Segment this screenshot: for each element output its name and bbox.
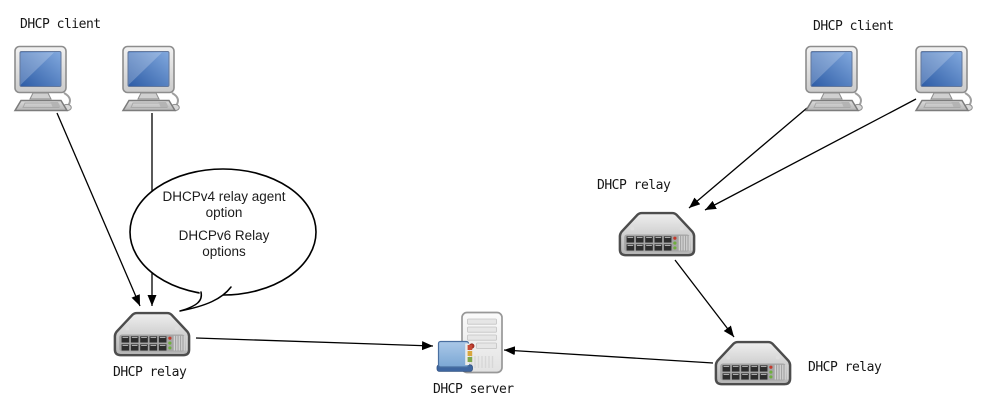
callout-line: option [205, 204, 243, 220]
client-computer-icon [120, 45, 182, 113]
arrow-client3-to-relay-mid [688, 107, 808, 209]
client-computer-icon [913, 45, 975, 113]
label-relay-bottom: DHCP relay [808, 360, 882, 375]
label-client-left: DHCP client [20, 17, 101, 32]
network-switch-icon [618, 211, 696, 257]
callout-line: options [202, 243, 246, 259]
network-switch-icon [714, 340, 792, 386]
server-tower-icon [435, 311, 505, 377]
arrow-client4-to-relay-mid [704, 98, 917, 211]
client-computer-icon [12, 45, 74, 113]
arrow-relay-mid-to-relay-bottom [674, 259, 735, 338]
arrow-relay-left-to-server [195, 337, 434, 351]
speech-bubble-text: DHCPv4 relay agent option DHCPv6 Relay o… [137, 189, 311, 259]
speech-bubble-tail-outline [179, 286, 232, 312]
label-relay-mid: DHCP relay [597, 178, 671, 193]
speech-bubble-tail-fill [179, 283, 233, 312]
label-relay-left: DHCP relay [113, 365, 187, 380]
label-client-right: DHCP client [813, 19, 894, 34]
callout-line: DHCPv4 relay agent [162, 189, 286, 204]
speech-bubble [129, 168, 317, 312]
arrow-relay-bottom-to-server [503, 346, 714, 364]
label-server: DHCP server [433, 382, 514, 397]
callout-line: DHCPv6 Relay [178, 228, 270, 243]
client-computer-icon [803, 45, 865, 113]
network-switch-icon [113, 311, 191, 357]
arrow-client1-to-relay-left [56, 112, 141, 307]
